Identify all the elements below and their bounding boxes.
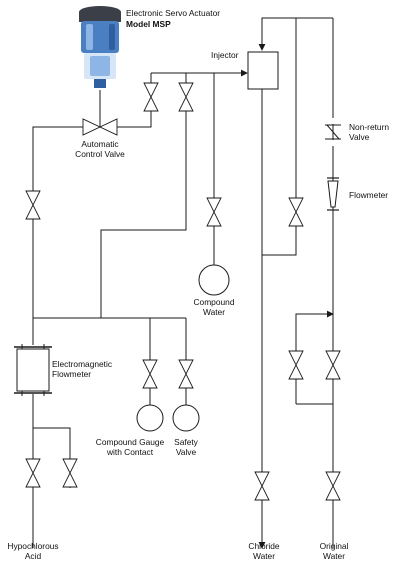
pipe-control-valve-out bbox=[117, 73, 152, 128]
label-chloride-line2: Water bbox=[253, 551, 275, 561]
gate-valve-bypass-left[interactable] bbox=[288, 350, 304, 380]
label-compound-water-line1: Compound bbox=[194, 297, 235, 307]
gate-valve-injector-feed-b[interactable] bbox=[178, 82, 194, 112]
valves bbox=[25, 82, 341, 501]
flowmeter-rotameter[interactable] bbox=[327, 177, 339, 211]
label-compound-gauge-line1: Compound Gauge bbox=[96, 437, 165, 447]
label-actuator-title: Electronic Servo Actuator bbox=[126, 8, 220, 18]
actuator-cap-band bbox=[79, 12, 121, 22]
gate-valve-bypass-right[interactable] bbox=[325, 350, 341, 380]
actuator-body-shade bbox=[109, 24, 115, 50]
compound-gauge[interactable] bbox=[136, 404, 164, 432]
gate-valve-compound-water[interactable] bbox=[206, 197, 222, 227]
actuator-body-highlight bbox=[86, 24, 93, 50]
compound-water-tank[interactable] bbox=[198, 264, 230, 296]
label-safety-valve-line2: Valve bbox=[176, 447, 197, 457]
pipe-bypass-branch bbox=[33, 427, 71, 488]
gate-valve-safety[interactable] bbox=[178, 359, 194, 389]
actuator-lower-stripe bbox=[90, 56, 110, 76]
label-injector: Injector bbox=[211, 50, 239, 60]
gate-valve-original-water[interactable] bbox=[325, 471, 341, 501]
pipe-line-to-mid bbox=[100, 112, 187, 318]
equipment bbox=[14, 51, 339, 432]
label-original-line1: Original bbox=[320, 541, 349, 551]
label-actuator-model: Model MSP bbox=[126, 19, 171, 29]
labels: Electronic Servo Actuator Model MSP Inje… bbox=[7, 8, 389, 561]
electromagnetic-flowmeter[interactable] bbox=[14, 344, 52, 396]
pipe-bypass-loop bbox=[295, 310, 334, 404]
label-original-line2: Water bbox=[323, 551, 345, 561]
label-compound-water-line2: Water bbox=[203, 307, 225, 317]
label-compound-gauge-line2: with Contact bbox=[106, 447, 154, 457]
label-safety-valve-line1: Safety bbox=[174, 437, 199, 447]
pipe-recycle-return bbox=[262, 18, 297, 256]
label-auto-valve-line1: Automatic bbox=[81, 139, 118, 149]
label-em-flowmeter-line2: Flowmeter bbox=[52, 369, 91, 379]
safety-valve[interactable] bbox=[172, 404, 200, 432]
actuator-neck bbox=[94, 79, 106, 88]
non-return-valve[interactable] bbox=[325, 118, 341, 146]
servo-actuator[interactable] bbox=[79, 6, 121, 88]
gate-valve-left-upper[interactable] bbox=[25, 190, 41, 220]
gate-valve-recycle[interactable] bbox=[288, 197, 304, 227]
automatic-control-valve[interactable] bbox=[82, 112, 118, 136]
label-non-return-line2: Valve bbox=[349, 132, 370, 142]
gate-valve-chloride-outlet[interactable] bbox=[254, 471, 270, 501]
label-em-flowmeter-line1: Electromagnetic bbox=[52, 359, 112, 369]
label-non-return-line1: Non-return bbox=[349, 122, 389, 132]
label-chloride-line1: Chloride bbox=[248, 541, 280, 551]
gate-valve-acid-inlet[interactable] bbox=[25, 458, 41, 488]
label-hypochlorous-line1: Hypochlorous bbox=[7, 541, 58, 551]
pipe-top-header bbox=[258, 17, 333, 51]
gate-valve-acid-bypass[interactable] bbox=[62, 458, 78, 488]
gate-valve-gauge[interactable] bbox=[142, 359, 158, 389]
injector-box[interactable] bbox=[247, 51, 279, 90]
gate-valve-injector-feed-a[interactable] bbox=[143, 82, 159, 112]
label-flowmeter: Flowmeter bbox=[349, 190, 388, 200]
label-auto-valve-line2: Control Valve bbox=[75, 149, 125, 159]
pipe-left-upper bbox=[32, 126, 83, 345]
label-hypochlorous-line2: Acid bbox=[25, 551, 42, 561]
piping bbox=[32, 17, 334, 549]
